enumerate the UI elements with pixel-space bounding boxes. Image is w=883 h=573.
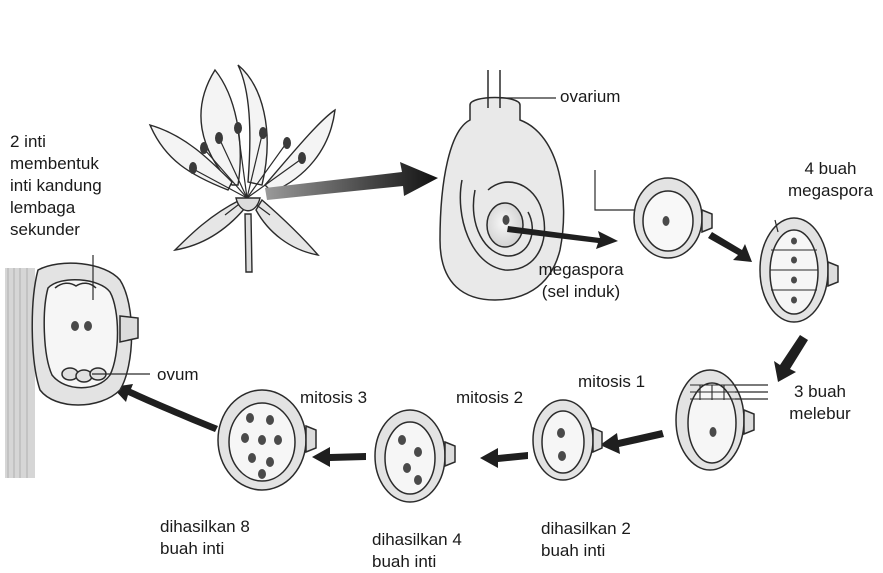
arrow-to-embryo-sac [112, 384, 218, 432]
label-megaspore-mother-cell: megaspora (sel induk) [522, 259, 640, 303]
arrow-to-four-megaspores [708, 232, 752, 262]
four-nuclei-ovule [375, 410, 455, 502]
label-ovarium: ovarium [560, 86, 620, 108]
label-mitosis-3: mitosis 3 [300, 387, 367, 409]
arrow-mitosis-1 [600, 430, 664, 454]
label-four-megaspores: 4 buah megaspora [778, 158, 883, 202]
label-produced-8: dihasilkan 8 buah inti [160, 516, 250, 560]
arrow-to-three-merge [774, 335, 808, 382]
label-produced-4: dihasilkan 4 buah inti [372, 529, 462, 573]
arrow-mitosis-2 [480, 448, 528, 468]
megaspore-mother-cell [595, 170, 712, 258]
arrow-mitosis-3 [312, 447, 366, 467]
mature-embryo-sac [5, 263, 138, 478]
four-megaspores-ovule [760, 218, 838, 322]
label-secondary-nucleus: 2 inti membentuk inti kandung lembaga se… [10, 131, 102, 241]
label-mitosis-1: mitosis 1 [578, 371, 645, 393]
flower [150, 65, 335, 272]
label-mitosis-2: mitosis 2 [456, 387, 523, 409]
label-produced-2: dihasilkan 2 buah inti [541, 518, 631, 562]
label-three-merge: 3 buah melebur [770, 381, 870, 425]
label-ovum: ovum [157, 364, 199, 386]
two-nuclei-ovule [533, 400, 602, 480]
